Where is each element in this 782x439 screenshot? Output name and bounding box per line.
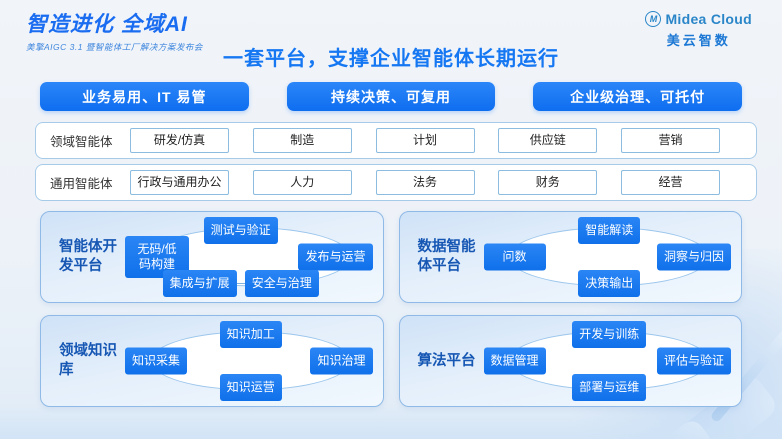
node-knowledge-collection: 知识采集 (125, 347, 188, 375)
panel-diagram: 知识加工 知识采集 知识治理 知识运营 (125, 316, 377, 406)
agent-item-operations: 经营 (621, 170, 720, 195)
agent-item-admin-office: 行政与通用办公 (130, 170, 229, 195)
pill-enterprise-governance: 企业级治理、可托付 (533, 82, 743, 111)
node-develop-train: 开发与训练 (572, 321, 647, 348)
page-title: 一套平台，支撑企业智能体长期运行 (223, 48, 559, 70)
bottom-node-group: 集成与扩展 安全与治理 (162, 270, 319, 297)
agent-item-planning: 计划 (375, 128, 475, 153)
agent-item-finance: 财务 (498, 170, 598, 195)
row-items: 行政与通用办公 人力 法务 财务 经营 (130, 170, 720, 195)
node-ask-data: 问数 (483, 243, 546, 271)
agent-item-marketing: 营销 (621, 128, 720, 153)
agent-item-legal: 法务 (375, 170, 475, 195)
midea-cloud-logo: M Midea Cloud 美云智数 (645, 11, 752, 49)
node-nocode-lowcode-build: 无码/低码构建 (125, 236, 189, 278)
pill-business-easy: 业务易用、IT 易管 (40, 82, 249, 111)
panel-algorithm-platform: 算法平台 开发与训练 数据管理 评估与验证 部署与运维 (398, 315, 742, 407)
midea-logo-icon: M (645, 11, 662, 27)
agent-item-rnd-simulation: 研发/仿真 (130, 128, 229, 153)
row-label-general-agents: 通用智能体 (50, 177, 113, 191)
panel-diagram: 智能解读 问数 洞察与归因 决策输出 (483, 212, 736, 302)
pill-continuous-decision: 持续决策、可复用 (286, 82, 496, 111)
node-integration-extension: 集成与扩展 (162, 270, 237, 297)
platform-panels-grid: 智能体开 发平台 测试与验证 无码/低码构建 发布与运营 集成与扩展 安全与治理… (40, 211, 742, 407)
brand-name-cn: 美云智数 (666, 33, 731, 48)
bottom-gradient-band (0, 403, 782, 439)
node-knowledge-operation: 知识运营 (219, 374, 282, 401)
node-deploy-maintain: 部署与运维 (572, 374, 647, 401)
node-knowledge-governance: 知识治理 (310, 347, 373, 375)
agent-item-manufacturing: 制造 (252, 128, 352, 153)
header: 智造进化 全域AI 美擎AIGC 3.1 暨智能体工厂解决方案发布会 M Mid… (0, 0, 782, 78)
agent-row-general: 通用智能体 行政与通用办公 人力 法务 财务 经营 (35, 164, 757, 201)
decor-shape (599, 416, 715, 439)
panel-title: 领域知识库 (59, 343, 117, 378)
row-items: 研发/仿真 制造 计划 供应链 营销 (130, 128, 720, 153)
node-data-management: 数据管理 (483, 347, 546, 375)
panel-agent-dev-platform: 智能体开 发平台 测试与验证 无码/低码构建 发布与运营 集成与扩展 安全与治理 (40, 211, 384, 303)
node-evaluate-validate: 评估与验证 (656, 347, 731, 375)
agent-item-hr: 人力 (252, 170, 352, 195)
panel-diagram: 开发与训练 数据管理 评估与验证 部署与运维 (483, 316, 736, 406)
panel-title: 算法平台 (417, 352, 476, 369)
panel-data-agent-platform: 数据智能 体平台 智能解读 问数 洞察与归因 决策输出 (398, 211, 742, 303)
node-publish-operate: 发布与运营 (298, 243, 373, 271)
event-logo-subtitle: 美擎AIGC 3.1 暨智能体工厂解决方案发布会 (26, 42, 203, 52)
node-knowledge-processing: 知识加工 (219, 321, 282, 348)
node-decision-output: 决策输出 (578, 270, 641, 297)
event-logo: 智造进化 全域AI 美擎AIGC 3.1 暨智能体工厂解决方案发布会 (26, 8, 203, 53)
panel-title: 智能体开 发平台 (59, 239, 117, 274)
panel-diagram: 测试与验证 无码/低码构建 发布与运营 集成与扩展 安全与治理 (125, 212, 377, 302)
node-smart-interpretation: 智能解读 (578, 217, 641, 244)
row-label-domain-agents: 领域智能体 (50, 135, 113, 149)
connector-line (236, 283, 245, 284)
value-pills-row: 业务易用、IT 易管 持续决策、可复用 企业级治理、可托付 (0, 82, 782, 111)
agent-row-domain: 领域智能体 研发/仿真 制造 计划 供应链 营销 (35, 122, 757, 159)
panel-domain-knowledge-base: 领域知识库 知识加工 知识采集 知识治理 知识运营 (40, 315, 384, 407)
agent-item-supply-chain: 供应链 (498, 128, 598, 153)
node-insight-attribution: 洞察与归因 (656, 243, 731, 271)
event-logo-title: 智造进化 全域AI (26, 13, 188, 36)
node-security-governance: 安全与治理 (244, 270, 319, 297)
node-test-validation: 测试与验证 (203, 217, 278, 244)
panel-title: 数据智能 体平台 (417, 239, 476, 274)
brand-name-en: Midea Cloud (665, 11, 752, 27)
